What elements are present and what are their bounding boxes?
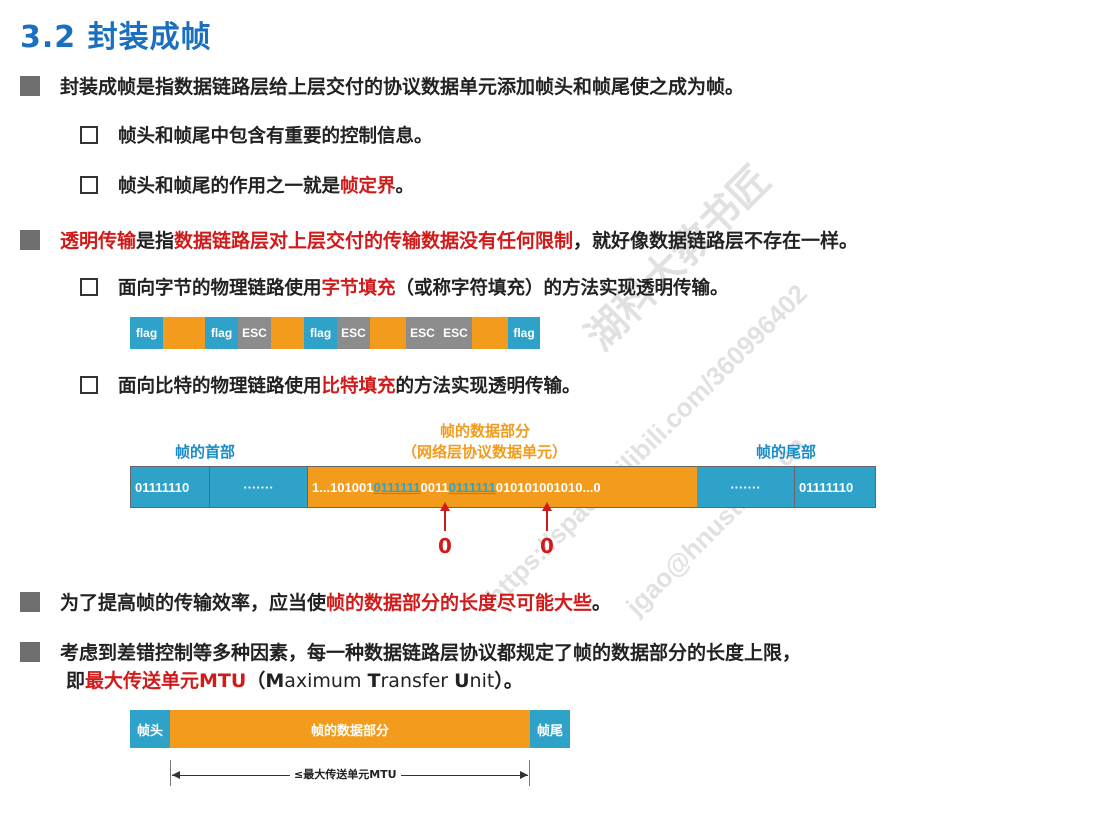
mtu-dimension-label: ≤最大传送单元MTU: [290, 766, 401, 782]
dimension-arrow-right-icon: [520, 771, 528, 779]
mtu-definition-line: 即最大传送单元MTU（Maximum Transfer Unit）。: [66, 666, 523, 693]
bullet-square-icon: [20, 229, 40, 250]
inserted-zero-2: 0: [540, 534, 554, 558]
subbullet-text-pre: 面向比特的物理链路使用: [118, 376, 322, 397]
bullet-text: 封装成帧是指数据链路层给上层交付的协议数据单元添加帧头和帧尾使之成为帧。: [60, 76, 745, 98]
subbullet-control-info: 帧头和帧尾中包含有重要的控制信息。: [80, 122, 433, 148]
subbullet-highlight: 帧定界: [340, 176, 396, 197]
subbullet-highlight: 比特填充: [321, 376, 396, 397]
data-bits-highlight: 0111111: [448, 479, 496, 495]
data-bits-highlight: 0111111: [373, 479, 421, 495]
bullet-text-post: 。: [592, 592, 612, 614]
subbullet-frame-delimiting: 帧头和帧尾的作用之一就是帧定界。: [80, 172, 414, 198]
subbullet-bit-stuffing: 面向比特的物理链路使用比特填充的方法实现透明传输。: [80, 372, 581, 398]
subbullet-byte-stuffing: 面向字节的物理链路使用字节填充（或称字符填充）的方法实现透明传输。: [80, 274, 729, 300]
byte-stuffing-diagram: flag flag ESC flag ESC ESC ESC flag: [130, 317, 540, 349]
flag-segment: flag: [130, 317, 163, 349]
bit-data-sublabel: （网络层协议数据单元）: [402, 443, 568, 461]
data-bits-part: 1...101001: [312, 479, 374, 495]
page-title: 3.2 封装成帧: [20, 20, 212, 55]
mtu-word-part: aximum: [284, 670, 368, 692]
dimension-tick-right: [529, 760, 530, 786]
subbullet-highlight: 字节填充: [321, 278, 396, 299]
data-bits-part: 010101001010...0: [495, 479, 601, 495]
bullet-text-pre: 为了提高帧的传输效率，应当使: [60, 592, 327, 614]
esc-segment: ESC: [406, 317, 439, 349]
bit-data-label: 帧的数据部分: [440, 422, 531, 440]
mtu-highlight: 最大传送单元MTU: [85, 670, 247, 692]
arrow-shaft: [546, 509, 548, 531]
mtu-paren-open: （: [246, 670, 266, 692]
esc-segment: ESC: [238, 317, 271, 349]
watermark-author: 湖科大教书匠: [577, 158, 779, 359]
mtu-word-part: ransfer: [380, 670, 455, 692]
frame-data-segment: 帧的数据部分: [170, 710, 530, 748]
subbullet-text-pre: 面向字节的物理链路使用: [118, 278, 322, 299]
checkbox-square-icon: [80, 376, 98, 394]
checkbox-square-icon: [80, 176, 98, 194]
bullet-square-icon: [20, 641, 40, 662]
esc-segment: ESC: [439, 317, 472, 349]
frame-head-segment: 帧头: [130, 710, 170, 748]
data-bits-part: 0011: [420, 479, 449, 495]
bit-trailer-label: 帧的尾部: [756, 443, 817, 461]
bullet-highlight: 帧的数据部分的长度尽可能大些: [326, 592, 593, 614]
checkbox-square-icon: [80, 278, 98, 296]
arrow-shaft: [444, 509, 446, 531]
subbullet-text-post: （或称字符填充）的方法实现透明传输。: [395, 278, 729, 299]
checkbox-square-icon: [80, 126, 98, 144]
flag-segment: flag: [304, 317, 337, 349]
bullet-highlight-term: 透明传输: [60, 230, 137, 252]
data-segment: [271, 317, 304, 349]
dimension-arrow-left-icon: [172, 771, 180, 779]
flag-segment: flag: [205, 317, 238, 349]
mtu-paren-close: ）。: [494, 670, 523, 692]
subbullet-text-post: 的方法实现透明传输。: [395, 376, 581, 397]
head-flag-segment: 01111110: [131, 467, 210, 507]
inserted-zero-1: 0: [438, 534, 452, 558]
mtu-letter: M: [265, 670, 285, 692]
data-segment: [163, 317, 205, 349]
bullet-transparent-transmission: 透明传输 是指数据链路层对上层交付的传输数据没有任何限制，就好像数据链路层不存在…: [20, 226, 858, 253]
mtu-prefix: 即: [66, 670, 86, 692]
bullet-text-mid: 是指: [136, 230, 175, 252]
head-dots-segment: ·······: [210, 467, 308, 507]
mtu-letter: T: [367, 670, 381, 692]
flag-segment: flag: [508, 317, 540, 349]
up-arrow-icon: [440, 502, 450, 511]
bullet-mtu: 考虑到差错控制等多种因素，每一种数据链路层协议都规定了帧的数据部分的长度上限，: [20, 638, 801, 665]
mtu-frame-diagram: 帧头 帧的数据部分 帧尾: [130, 710, 570, 748]
subbullet-text: 帧头和帧尾中包含有重要的控制信息。: [118, 126, 433, 147]
bullet-framing-definition: 封装成帧是指数据链路层给上层交付的协议数据单元添加帧头和帧尾使之成为帧。: [20, 72, 744, 99]
bullet-text: 考虑到差错控制等多种因素，每一种数据链路层协议都规定了帧的数据部分的长度上限，: [60, 642, 802, 664]
subbullet-text-post: 。: [395, 176, 415, 197]
bit-header-label: 帧的首部: [175, 443, 236, 461]
tail-dots-segment: ·······: [697, 467, 795, 507]
up-arrow-icon: [542, 502, 552, 511]
bullet-square-icon: [20, 591, 40, 612]
bullet-text-post: ，就好像数据链路层不存在一样。: [573, 230, 859, 252]
bullet-square-icon: [20, 75, 40, 96]
data-segment: [472, 317, 508, 349]
frame-tail-segment: 帧尾: [530, 710, 570, 748]
tail-flag-segment: 01111110: [795, 467, 875, 507]
mtu-letter: U: [454, 670, 470, 692]
esc-segment: ESC: [337, 317, 370, 349]
data-segment: [370, 317, 406, 349]
mtu-word-part: nit: [469, 670, 495, 692]
subbullet-text-pre: 帧头和帧尾的作用之一就是: [118, 176, 341, 197]
dimension-tick-left: [170, 760, 171, 786]
bullet-highlight-definition: 数据链路层对上层交付的传输数据没有任何限制: [174, 230, 574, 252]
bullet-efficiency: 为了提高帧的传输效率，应当使帧的数据部分的长度尽可能大些。: [20, 588, 611, 615]
